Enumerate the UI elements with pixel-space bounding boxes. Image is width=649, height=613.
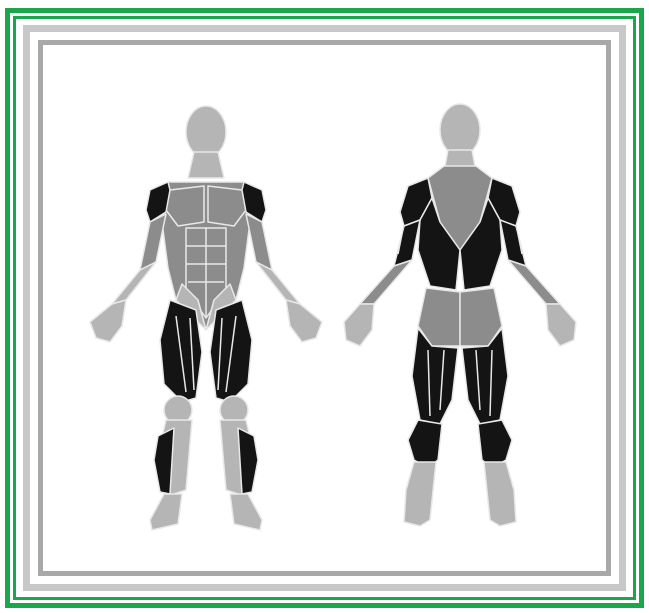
front-upper-arm-right — [246, 214, 272, 270]
back-calf-right — [478, 420, 512, 468]
front-forearm-left — [112, 262, 156, 304]
back-figure — [344, 104, 576, 526]
back-foot-right — [484, 462, 516, 526]
back-hand-right — [546, 304, 576, 346]
front-upper-arm-left — [140, 214, 166, 270]
back-head — [440, 104, 480, 156]
front-hand-left — [90, 300, 126, 342]
back-triceps-left — [394, 220, 420, 266]
back-triceps-right — [500, 220, 526, 266]
front-hand-right — [286, 300, 322, 342]
back-foot-left — [404, 462, 436, 526]
front-neck — [188, 152, 224, 178]
front-figure — [90, 106, 322, 530]
front-foot-right — [230, 494, 262, 530]
front-foot-left — [150, 494, 182, 530]
back-calf-left — [408, 420, 442, 468]
anatomy-svg — [43, 45, 606, 571]
front-forearm-right — [256, 262, 300, 304]
back-hand-left — [344, 304, 374, 346]
back-forearm-left — [360, 260, 412, 304]
front-calf-right — [238, 428, 258, 494]
front-head — [186, 106, 226, 158]
front-calf-left — [154, 428, 174, 494]
anatomy-diagram — [43, 45, 606, 571]
back-forearm-right — [508, 260, 560, 304]
